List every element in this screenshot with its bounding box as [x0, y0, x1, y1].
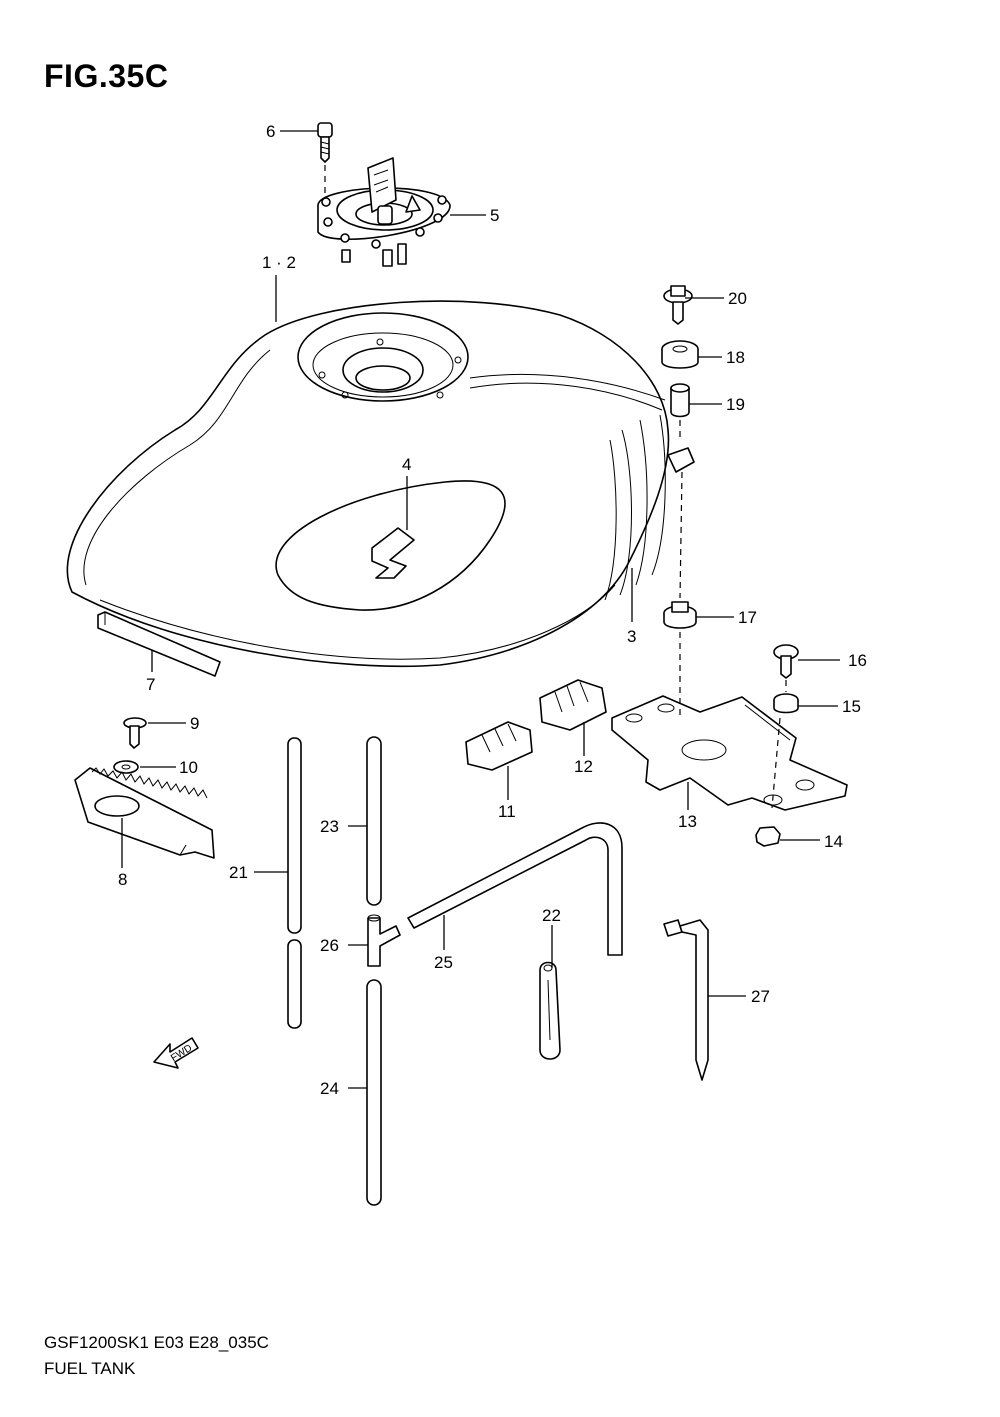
callout-24: 24 — [320, 1079, 339, 1098]
part-bracket[interactable] — [74, 767, 215, 859]
part-bushing-18[interactable] — [661, 340, 699, 369]
part-rubber-strip[interactable] — [97, 611, 221, 677]
part-hose-21[interactable] — [287, 737, 302, 1029]
callout-12: 12 — [574, 757, 593, 776]
callout-14: 14 — [824, 832, 843, 851]
callout-15: 15 — [842, 697, 861, 716]
part-bolt-20[interactable] — [663, 285, 693, 325]
tank-mount-tab — [667, 447, 695, 473]
callout-16: 16 — [848, 651, 867, 670]
part-collar-15[interactable] — [773, 693, 799, 714]
part-nut[interactable] — [755, 826, 781, 847]
callout-7: 7 — [146, 675, 155, 694]
callout-18: 18 — [726, 348, 745, 367]
part-clamp[interactable] — [539, 961, 561, 1060]
callout-8: 8 — [118, 870, 127, 889]
part-t-joint[interactable] — [367, 914, 401, 967]
callout-23: 23 — [320, 817, 339, 836]
callout-1-2: 1 · 2 — [262, 253, 296, 272]
part-cushion-11[interactable] — [465, 721, 533, 771]
part-tank-emblem[interactable] — [275, 480, 506, 611]
part-bent-hose[interactable] — [407, 822, 623, 956]
part-grommet-17[interactable] — [663, 601, 697, 629]
part-cap-bolt[interactable] — [317, 122, 333, 163]
part-collar-19[interactable] — [670, 383, 690, 418]
callout-5: 5 — [490, 206, 499, 225]
callout-4: 4 — [402, 455, 411, 474]
part-bolt-16[interactable] — [773, 644, 799, 679]
callout-9: 9 — [190, 714, 199, 733]
part-probe[interactable] — [663, 919, 709, 1081]
part-screw[interactable] — [123, 717, 147, 749]
callout-25: 25 — [434, 953, 453, 972]
fwd-arrow-icon: FWD — [153, 1037, 199, 1069]
callout-27: 27 — [751, 987, 770, 1006]
part-fuel-tank[interactable] — [66, 300, 670, 668]
part-hose-24[interactable] — [366, 979, 382, 1206]
callout-21: 21 — [229, 863, 248, 882]
callout-11: 11 — [498, 802, 516, 821]
callout-17: 17 — [738, 608, 757, 627]
figure-title: FIG.35C — [44, 58, 169, 94]
part-mounting-plate[interactable] — [611, 695, 848, 811]
part-cushion-12[interactable] — [539, 679, 607, 731]
model-code: GSF1200SK1 E03 E28_035C — [44, 1333, 269, 1352]
part-hose-23[interactable] — [366, 736, 382, 906]
callout-19: 19 — [726, 395, 745, 414]
callout-13: 13 — [678, 812, 697, 831]
callout-22: 22 — [542, 906, 561, 925]
callout-10: 10 — [179, 758, 198, 777]
callout-6: 6 — [266, 122, 275, 141]
callout-20: 20 — [728, 289, 747, 308]
callout-26: 26 — [320, 936, 339, 955]
part-washer[interactable] — [113, 760, 139, 774]
section-name: FUEL TANK — [44, 1359, 136, 1378]
callout-3: 3 — [627, 627, 636, 646]
part-fuel-cap[interactable] — [317, 157, 451, 267]
